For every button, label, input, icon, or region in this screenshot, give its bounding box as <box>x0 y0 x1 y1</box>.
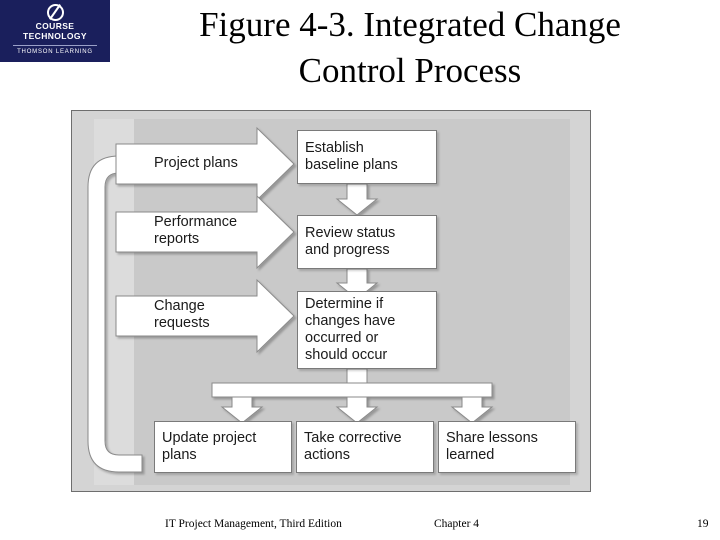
label-project-plans: Project plans <box>154 155 238 171</box>
node-establish-baseline-plans-line1: Establish <box>305 140 364 156</box>
node-determine-line3: occurred or <box>305 330 379 346</box>
feedback-loop-arrow <box>87 155 223 473</box>
label-change-requests-line2: requests <box>154 315 210 331</box>
node-corrective-line1: Take corrective <box>304 430 402 446</box>
node-review-status-line1: Review status <box>305 225 396 241</box>
node-update-project-plans: Update project plans <box>154 421 292 473</box>
arrow-project-plans <box>115 126 295 202</box>
arrow-to-update-project-plans <box>220 396 264 424</box>
node-determine-line4: should occur <box>305 347 388 363</box>
logo-line-technology: TECHNOLOGY <box>23 30 87 41</box>
footer-page-number: 19 <box>697 518 709 530</box>
arrow-performance-reports <box>115 194 295 270</box>
distribution-bar <box>211 382 493 398</box>
diagram-connectors <box>87 126 494 473</box>
node-update-plans-line2: plans <box>162 447 197 463</box>
node-update-plans-line1: Update project <box>162 430 257 446</box>
logo-line-thomson: THOMSON LEARNING <box>17 49 93 55</box>
course-technology-logo: COURSE TECHNOLOGY THOMSON LEARNING <box>0 0 110 62</box>
swoosh-icon <box>46 4 64 21</box>
label-change-requests-line1: Change <box>154 298 205 314</box>
page-title-line1: Figure 4-3. Integrated Change <box>199 5 621 44</box>
node-determine-line1: Determine if <box>305 296 384 312</box>
label-performance-reports: Performance reports <box>154 214 237 248</box>
label-performance-reports-line1: Performance <box>154 214 238 230</box>
footer-chapter: Chapter 4 <box>434 518 480 530</box>
arrow-baseline-to-review <box>335 183 379 216</box>
node-take-corrective-actions: Take corrective actions <box>296 421 434 473</box>
logo-divider <box>13 45 97 46</box>
node-review-status-line2: and progress <box>305 242 390 258</box>
node-lessons-line1: Share lessons <box>446 430 538 446</box>
node-lessons-line2: learned <box>446 447 495 463</box>
node-review-status-and-progress: Review status and progress <box>297 215 437 269</box>
arrow-to-share-lessons-learned <box>450 396 494 424</box>
arrow-to-take-corrective-actions <box>335 396 379 424</box>
arrow-determine-to-bar <box>346 368 368 384</box>
node-corrective-line2: actions <box>304 447 350 463</box>
node-determine-if-changes: Determine if changes have occurred or sh… <box>297 291 437 369</box>
node-establish-baseline-plans-line2: baseline plans <box>305 157 398 173</box>
page-title-line2: Control Process <box>298 51 522 90</box>
node-share-lessons-learned: Share lessons learned <box>438 421 576 473</box>
label-performance-reports-line2: reports <box>154 231 200 247</box>
arrow-change-requests <box>115 278 295 354</box>
footer-book-title: IT Project Management, Third Edition <box>165 518 342 530</box>
logo-line-course: COURSE <box>35 21 75 31</box>
label-change-requests: Change requests <box>154 298 210 332</box>
page-title: Figure 4-3. Integrated Change Control Pr… <box>110 2 710 94</box>
node-establish-baseline-plans: Establish baseline plans <box>297 130 437 184</box>
node-determine-line2: changes have <box>305 313 396 329</box>
figure-panel: Project plans Performance reports Change… <box>71 110 591 492</box>
